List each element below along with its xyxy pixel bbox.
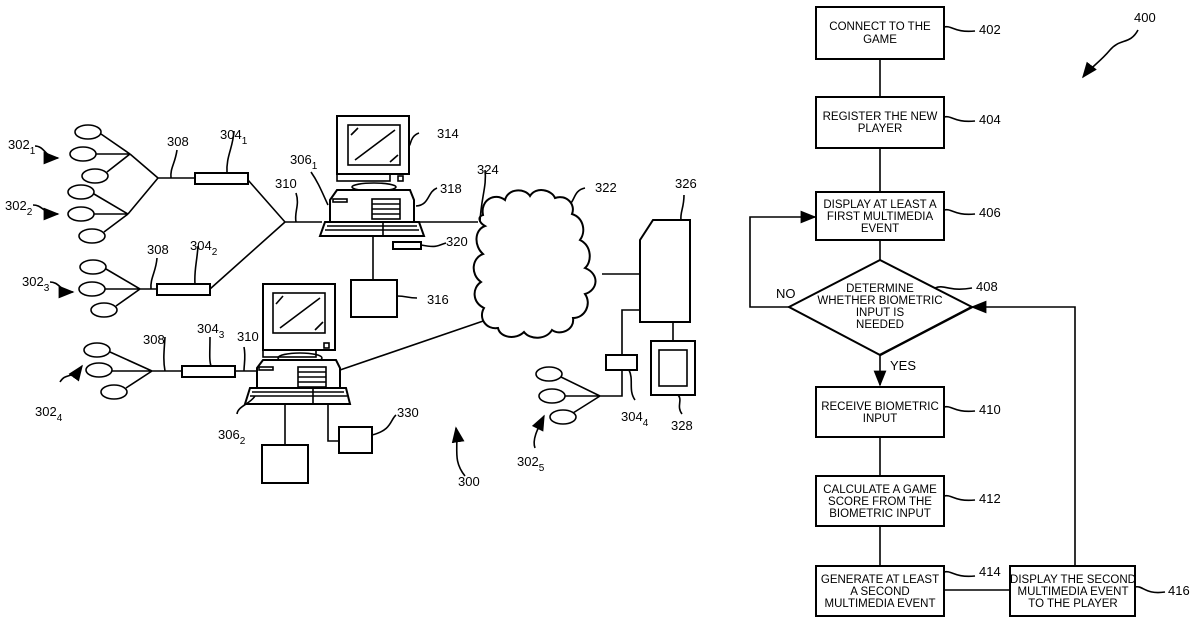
device bbox=[339, 427, 372, 453]
loop-back-arrow bbox=[972, 307, 1075, 566]
label-302-4: 3024 bbox=[35, 404, 63, 424]
storage-box bbox=[262, 445, 308, 483]
label-318: 318 bbox=[440, 181, 462, 196]
network-cloud bbox=[474, 190, 596, 338]
hub-2 bbox=[157, 284, 210, 295]
ref-408: 408 bbox=[976, 279, 998, 294]
hub-3 bbox=[182, 366, 235, 377]
user-group-2 bbox=[68, 185, 128, 243]
label-316: 316 bbox=[427, 292, 449, 307]
ref-412: 412 bbox=[979, 491, 1001, 506]
label-310-b: 310 bbox=[237, 329, 259, 344]
user-group-1 bbox=[70, 125, 130, 183]
label-302-5: 3025 bbox=[517, 454, 545, 474]
ref-414: 414 bbox=[979, 564, 1001, 579]
network-link-2 bbox=[340, 318, 492, 370]
label-310-a: 310 bbox=[275, 176, 297, 191]
label-302-3: 3023 bbox=[22, 274, 50, 294]
ref-406: 406 bbox=[979, 205, 1001, 220]
ref-410: 410 bbox=[979, 402, 1001, 417]
label-326: 326 bbox=[675, 176, 697, 191]
label-322: 322 bbox=[595, 180, 617, 195]
label-306-1: 3061 bbox=[290, 152, 318, 172]
label-304-2: 3042 bbox=[190, 238, 218, 258]
ref-416: 416 bbox=[1168, 583, 1190, 598]
user-group-5 bbox=[536, 367, 622, 424]
label-308-b: 308 bbox=[147, 242, 169, 257]
step-416-text: DISPLAY THE SECONDMULTIMEDIA EVENTTO THE… bbox=[1010, 574, 1136, 610]
lan-line-1 bbox=[128, 154, 195, 214]
label-302-2: 3022 bbox=[5, 198, 33, 218]
label-320: 320 bbox=[446, 234, 468, 249]
uplink-line-1 bbox=[210, 180, 322, 289]
figure-ref-300: 300 bbox=[458, 474, 480, 489]
branch-yes-label: YES bbox=[890, 358, 916, 373]
label-304-4: 3044 bbox=[621, 409, 649, 429]
label-302-1: 3021 bbox=[8, 137, 36, 157]
flowchart: CONNECT TO THEGAME REGISTER THE NEWPLAYE… bbox=[750, 7, 1190, 616]
label-306-2: 3062 bbox=[218, 427, 246, 447]
step-402-box bbox=[816, 7, 944, 59]
printer bbox=[351, 280, 397, 317]
ref-402: 402 bbox=[979, 22, 1001, 37]
label-328: 328 bbox=[671, 418, 693, 433]
hub-4 bbox=[606, 355, 637, 370]
keyboard bbox=[320, 222, 424, 236]
label-308-a: 308 bbox=[167, 134, 189, 149]
card-reader bbox=[393, 242, 421, 249]
label-304-1: 3041 bbox=[220, 127, 248, 147]
label-314: 314 bbox=[437, 126, 459, 141]
step-412-text: CALCULATE A GAMESCORE FROM THEBIOMETRIC … bbox=[823, 484, 937, 520]
branch-no-label: NO bbox=[776, 286, 796, 301]
figure-ref-400: 400 bbox=[1134, 10, 1156, 25]
network-diagram: 3021 3022 3023 3024 3025 3041 3042 3043 … bbox=[5, 116, 697, 489]
user-group-4 bbox=[84, 343, 182, 399]
label-324: 324 bbox=[477, 162, 499, 177]
hub-1 bbox=[195, 173, 248, 184]
ref-404: 404 bbox=[979, 112, 1001, 127]
label-308-c: 308 bbox=[143, 332, 165, 347]
server bbox=[640, 220, 690, 322]
user-group-3 bbox=[79, 260, 157, 317]
display bbox=[651, 341, 695, 395]
label-304-3: 3043 bbox=[197, 321, 225, 341]
label-330: 330 bbox=[397, 405, 419, 420]
